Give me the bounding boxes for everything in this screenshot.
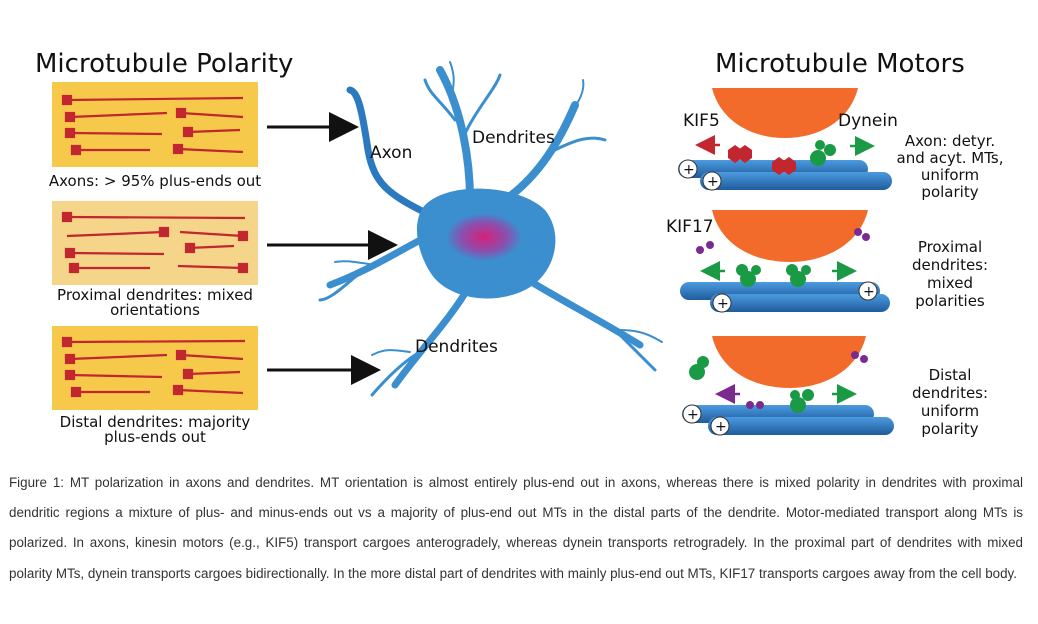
right-title: Microtubule Motors: [715, 49, 965, 79]
neuron-nucleus: [446, 213, 522, 261]
figure-illustration: Microtubule Polarity Microtubule Motors …: [35, 49, 1004, 446]
label-dendrites-bottom: Dendrites: [415, 337, 498, 357]
cargo-2: [712, 210, 868, 262]
plus-3b: +: [715, 419, 727, 435]
motor-desc-3d: polarity: [921, 420, 978, 438]
plus-2a: +: [863, 284, 875, 300]
panel-proximal-caption-1: Proximal dendrites: mixed: [57, 286, 253, 304]
motor-desc-3b: dendrites:: [912, 384, 988, 402]
motor-panel-distal: + +: [682, 336, 894, 436]
neuron-axon: [346, 86, 434, 219]
panel-distal: [52, 326, 258, 410]
panel-axons-caption: Axons: > 95% plus-ends out: [49, 172, 261, 190]
panel-distal-caption-2: plus-ends out: [104, 428, 206, 446]
kif5-motor: [728, 145, 796, 175]
motor-desc-3c: uniform: [921, 402, 979, 420]
motor-desc-2a: Proximal: [918, 238, 982, 256]
panel-proximal-box: [52, 201, 258, 285]
left-title: Microtubule Polarity: [35, 49, 293, 79]
plus-3a: +: [687, 407, 699, 423]
neuron: [318, 61, 663, 397]
label-kif5: KIF5: [683, 111, 720, 131]
panel-axons: [52, 82, 258, 167]
cargo-1: [712, 88, 858, 138]
panel-proximal-caption-2: orientations: [110, 301, 200, 319]
panel-distal-caption-1: Distal dendrites: majority: [60, 413, 251, 431]
panel-proximal: [52, 201, 258, 285]
dynein-motors-3: [689, 356, 814, 413]
panel-distal-box: [52, 326, 258, 410]
kif17-motors-3: [746, 351, 868, 409]
motor-desc-2b: dendrites:: [912, 256, 988, 274]
motor-panel-proximal: + +: [680, 210, 890, 313]
cargo-3: [712, 336, 866, 388]
plus-1a: +: [683, 162, 695, 178]
dynein-motors-2: [736, 264, 811, 287]
plus-1b: +: [707, 174, 719, 190]
microtubule-2b: [710, 294, 890, 312]
label-kif17: KIF17: [666, 217, 714, 237]
motor-desc-2d: polarities: [915, 292, 985, 310]
motor-desc-3a: Distal: [929, 366, 972, 384]
figure-caption: Figure 1: MT polarization in axons and d…: [9, 475, 1023, 581]
microtubule-3b: [708, 417, 894, 435]
panel-axons-box: [52, 82, 258, 167]
motor-desc-1a: Axon: detyr.: [905, 132, 995, 150]
dynein-motor: [810, 140, 836, 166]
kif17-motors-2: [696, 228, 870, 254]
label-dynein: Dynein: [838, 111, 898, 131]
microtubule-1b: [700, 172, 892, 190]
motor-desc-1c: uniform: [921, 166, 979, 184]
motor-desc-2c: mixed: [927, 274, 973, 292]
motor-desc-1b: and acyt. MTs,: [897, 149, 1004, 167]
motor-panel-axon: + +: [678, 88, 892, 191]
label-dendrites-top: Dendrites: [472, 128, 555, 148]
plus-2b: +: [717, 296, 729, 312]
label-axon: Axon: [370, 143, 412, 163]
motor-desc-1d: polarity: [921, 183, 978, 201]
